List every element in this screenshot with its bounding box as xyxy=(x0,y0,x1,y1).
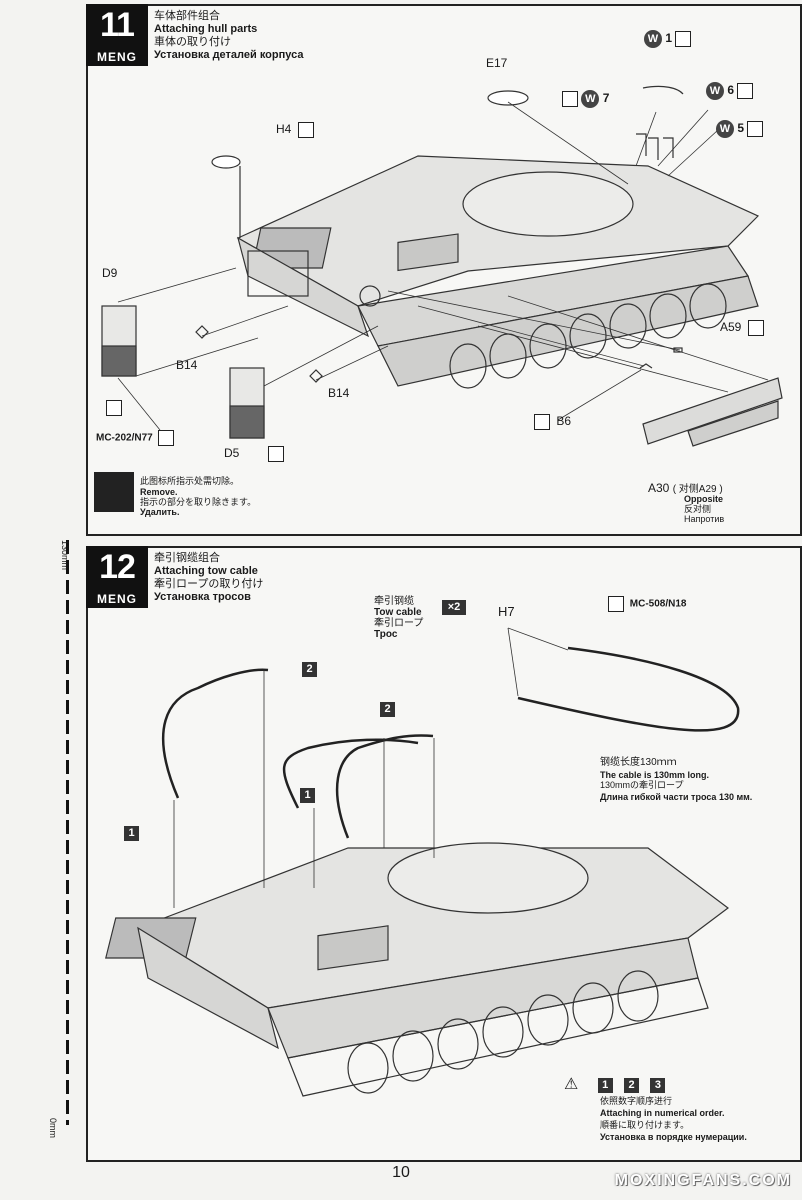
part-b6-label: B6 xyxy=(534,414,571,430)
part-w1-number: 1 xyxy=(665,31,673,46)
step-11-hull-drawing xyxy=(101,85,783,447)
part-a30-label: A30 ( 对侧A29 ) xyxy=(648,480,723,495)
step-11-titles: 车体部件组合 Attaching hull parts 車体の取り付け Уста… xyxy=(154,10,303,62)
part-h4-label: H4 xyxy=(276,122,314,138)
step-12-badge: 12 MENG xyxy=(86,546,148,608)
step-12-brand: MENG xyxy=(97,592,137,606)
step-11-badge: 11 MENG xyxy=(86,4,148,66)
part-w1-label: W 1 xyxy=(644,30,692,48)
part-d9-label: D9 xyxy=(102,266,118,280)
step-12-title-cn: 牵引钢缆组合 xyxy=(154,552,220,564)
order-legend-1: 1 xyxy=(597,1078,613,1094)
tow-cable-jp: 牽引ロープ xyxy=(374,618,424,629)
part-b14-label-a: B14 xyxy=(176,358,198,372)
part-b6-text: B6 xyxy=(556,414,572,429)
order-marker-2a: 2 xyxy=(302,662,317,677)
paint-brush-icon xyxy=(106,400,122,416)
metal-part-icon xyxy=(562,91,578,107)
order-note-cn: 依照数字顺序进行 xyxy=(600,1096,673,1106)
remove-icon xyxy=(94,472,134,512)
part-w7-label: W 7 xyxy=(562,90,609,108)
part-e17-label: E17 xyxy=(486,56,508,70)
part-w1-badge: W xyxy=(644,30,662,48)
order-note-jp: 順番に取り付けます。 xyxy=(600,1120,690,1130)
remove-note-en: Remove. xyxy=(140,487,178,497)
opposite-en: Opposite xyxy=(684,494,724,504)
ruler-bottom-label: 0mm xyxy=(48,1118,58,1138)
warning-icon: ⚠ xyxy=(564,1076,579,1093)
order-marker-2b: 2 xyxy=(380,702,395,717)
step-11-title-jp: 車体の取り付け xyxy=(154,36,231,48)
step-11-title-cn: 车体部件组合 xyxy=(154,10,220,22)
step-11-brand: MENG xyxy=(97,50,137,64)
order-legend-2: 2 xyxy=(624,1078,640,1094)
part-w5-label: W 5 xyxy=(716,120,764,138)
part-w5-number: 5 xyxy=(737,121,745,136)
tow-cable-en: Tow cable xyxy=(374,607,422,618)
step-12-title-jp: 牽引ロープの取り付け xyxy=(154,578,264,590)
cable-length-cn: 钢缆长度130ｍｍ xyxy=(600,757,677,768)
ruler-top-label: 130mm xyxy=(60,540,70,571)
order-note-en: Attaching in numerical order. xyxy=(600,1108,725,1118)
part-a59-label: A59 xyxy=(720,320,764,336)
part-b14-label-b: B14 xyxy=(328,386,350,400)
remove-note-ru: Удалить. xyxy=(140,507,180,517)
paint-brush-icon xyxy=(608,596,624,612)
cable-length-ruler xyxy=(66,540,69,1125)
step-11-title-ru: Установка деталей корпуса xyxy=(154,49,304,61)
cut-sprue-icon xyxy=(747,320,764,336)
remove-note-jp: 指示の部分を取り除きます。 xyxy=(140,497,257,507)
part-h7-label: H7 xyxy=(498,604,515,619)
tow-cable-name-block: 牵引钢缆 Tow cable 牽引ロープ Трос xyxy=(374,596,423,640)
watermark-logo: MOXINGFANS.COM xyxy=(614,1172,792,1189)
cable-length-en: The cable is 130mm long. xyxy=(600,770,710,780)
page-number: 10 xyxy=(392,1164,410,1181)
step-12-hull-drawing xyxy=(105,627,740,1097)
step-12-title-ru: Установка тросов xyxy=(154,591,251,603)
step-12-panel: 12 MENG 牵引钢缆组合 Attaching tow cable 牽引ロープ… xyxy=(86,546,802,1162)
order-marker-1a: 1 xyxy=(124,826,139,841)
part-w7-badge: W xyxy=(581,90,600,108)
part-h4-text: H4 xyxy=(276,122,292,137)
order-note-ru: Установка в порядке нумерации. xyxy=(600,1132,747,1142)
cut-sprue-icon xyxy=(297,122,314,138)
metal-part-icon xyxy=(747,121,764,137)
paint-code-step11: MC-202/N77 xyxy=(96,430,175,446)
remove-note-cn: 此图标所指示处需切除。 xyxy=(140,476,240,486)
part-w5-badge: W xyxy=(716,120,734,138)
order-legend-3: 3 xyxy=(650,1078,666,1094)
step-11-panel: 11 MENG 车体部件组合 Attaching hull parts 車体の取… xyxy=(86,4,802,536)
paint-brush-icon xyxy=(158,430,175,446)
part-w6-badge: W xyxy=(706,82,724,100)
order-legend-markers: ⚠ 1 2 3 xyxy=(564,1074,666,1094)
order-marker-1b: 1 xyxy=(300,788,315,803)
part-a30-text: A30 xyxy=(648,481,670,495)
tow-cable-cn: 牵引钢缆 xyxy=(374,596,414,607)
step-12-titles: 牵引钢缆组合 Attaching tow cable 牽引ロープの取り付け Ус… xyxy=(154,552,263,604)
opposite-cn: 反对侧 xyxy=(684,504,712,514)
part-w6-number: 6 xyxy=(727,83,735,98)
part-d5-label: D5 xyxy=(224,446,240,460)
cable-length-jp: 130mmの牽引ロープ xyxy=(600,780,684,790)
tow-cable-qty: ×2 xyxy=(442,600,466,615)
part-a59-text: A59 xyxy=(720,320,742,335)
metal-part-icon xyxy=(675,31,692,47)
step-12-title-en: Attaching tow cable xyxy=(154,565,258,577)
step-12-number: 12 xyxy=(99,548,136,586)
metal-part-icon xyxy=(737,83,754,99)
part-w7-number: 7 xyxy=(602,91,610,106)
paint-brush-icon xyxy=(268,446,284,462)
paint-code-step12: MC-508/N18 xyxy=(608,596,686,612)
paint-code-text: MC-508/N18 xyxy=(629,598,687,610)
part-a30-note: ( 对侧A29 ) xyxy=(672,484,723,495)
cable-length-ru: Длина гибкой части троса 130 мм. xyxy=(600,792,753,802)
opposite-ru: Напротив xyxy=(684,514,725,524)
step-11-number: 11 xyxy=(100,6,135,44)
tow-cable-ru: Трос xyxy=(374,629,398,640)
step-11-title-en: Attaching hull parts xyxy=(154,23,258,35)
cut-sprue-icon xyxy=(534,414,550,430)
paint-code-text: MC-202/N77 xyxy=(96,432,153,444)
part-w6-label: W 6 xyxy=(706,82,754,100)
